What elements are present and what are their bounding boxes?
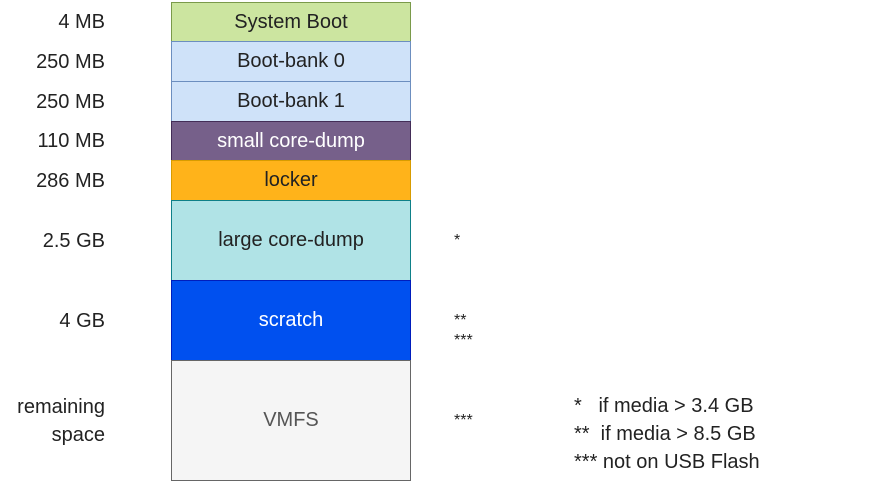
partition-size-label: remaining space	[17, 395, 105, 446]
partition-size-label: 110 MB	[37, 130, 105, 152]
partition-name: small core-dump	[217, 129, 365, 152]
legend-item: ** if media > 8.5 GB	[574, 423, 756, 445]
legend: * if media > 3.4 GB ** if media > 8.5 GB…	[574, 392, 760, 476]
partition-size-label: 4 GB	[59, 309, 105, 332]
partition-name: VMFS	[263, 409, 319, 431]
partition-block: large core-dump	[171, 200, 411, 281]
legend-item: * if media > 3.4 GB	[574, 395, 754, 417]
partition-block: small core-dump	[171, 121, 411, 161]
partition-note: ***	[454, 412, 473, 429]
partition-note: *	[454, 232, 461, 249]
partition-note: ** ***	[454, 312, 473, 349]
partition-size-label: 250 MB	[36, 90, 105, 113]
partition-name: large core-dump	[218, 229, 364, 251]
partition-block: scratch	[171, 280, 411, 361]
partition-size-label: 4 MB	[58, 11, 105, 33]
partition-block: VMFS	[171, 360, 411, 481]
partition-name: Boot-bank 1	[237, 90, 345, 112]
partition-size-label: 2.5 GB	[42, 229, 105, 252]
partition-block: locker	[171, 160, 411, 201]
partition-name: scratch	[258, 309, 324, 331]
partition-name: Boot-bank 0	[237, 50, 345, 72]
legend-item: *** not on USB Flash	[574, 451, 760, 473]
partition-block: Boot-bank 1	[171, 81, 411, 122]
partition-name: System Boot	[234, 10, 348, 33]
partition-size-label: 250 MB	[36, 50, 105, 73]
partition-block: Boot-bank 0	[171, 41, 411, 82]
partition-size-label: 286 MB	[36, 169, 105, 192]
partition-name: locker	[264, 169, 318, 191]
partition-block: System Boot	[171, 2, 411, 42]
